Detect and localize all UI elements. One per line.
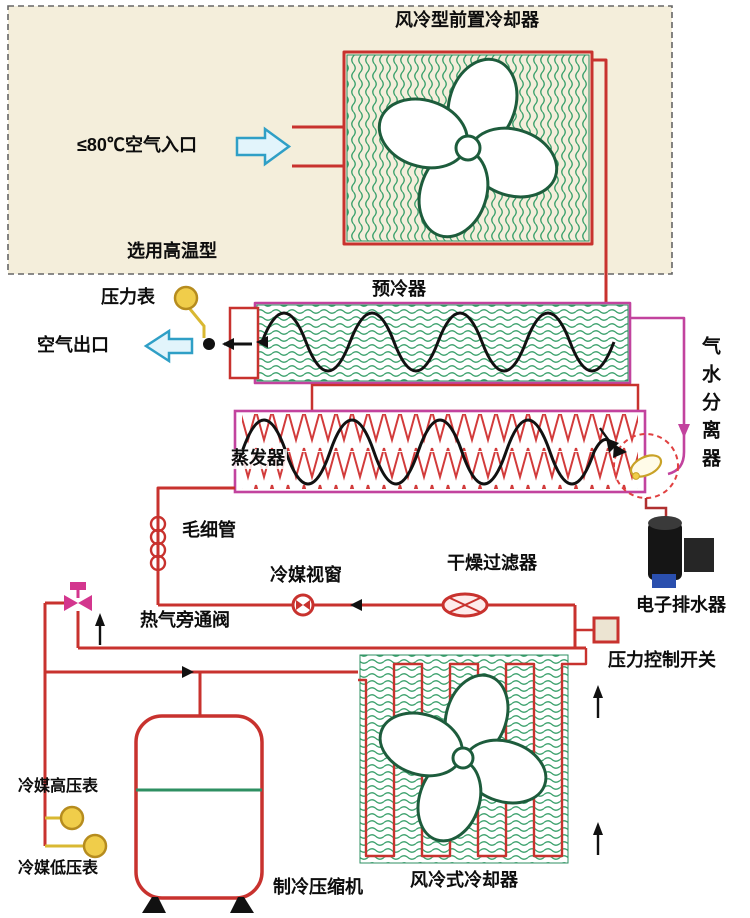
evaporator-unit (233, 409, 647, 494)
bypass-valve-label: 热气旁通阀 (140, 610, 230, 631)
precooler-air-path (260, 311, 616, 373)
top-cooler-fan-icon (377, 57, 559, 239)
evaporator-air-path (240, 418, 614, 486)
air-flow-arrow (222, 338, 234, 350)
separator-unit (599, 427, 679, 499)
air-inlet-arrow-icon (235, 126, 292, 167)
air-cooled-cooler-label: 风冷式冷却器 (410, 870, 518, 891)
filter-mesh (449, 597, 481, 613)
air-flow-arrow (613, 444, 627, 458)
pressure-gauge-label: 压力表 (101, 287, 155, 308)
compressor-label: 制冷压缩机 (273, 877, 363, 898)
compressor-body (134, 714, 264, 900)
refrigerant-gauges (45, 805, 108, 859)
valve-cap (70, 582, 86, 590)
evaporator-coil-band (242, 452, 638, 489)
compressor-unit (134, 672, 264, 913)
capillary-coil-icon (149, 515, 167, 572)
gauge-high-icon (59, 805, 85, 831)
capillary-pipe (156, 486, 235, 605)
air-inlet-label: ≤80℃空气入口 (77, 135, 197, 156)
inlet-duct (292, 125, 344, 168)
air-outlet-arrow-icon (143, 328, 194, 364)
air-flow-arrow (256, 336, 268, 348)
high-pressure-gauge-label: 冷媒高压表 (17, 778, 99, 796)
top-cooler-title: 风冷型前置冷却器 (395, 10, 539, 31)
top-cooler-frame (342, 50, 594, 246)
air-outlet-label: 空气出口 (37, 335, 109, 356)
high-temp-note-label: 选用高温型 (127, 241, 217, 262)
pressure-switch-label: 压力控制开关 (608, 650, 716, 671)
duct-junction-dot (203, 338, 215, 350)
drain-cylinder (648, 522, 682, 580)
top-cooler-outlet-pipe (592, 58, 608, 303)
condenser-serpentine (358, 648, 588, 858)
drain-pipe (644, 498, 668, 522)
dryer-filter-label: 干燥过滤器 (447, 553, 537, 574)
electronic-drain-label: 电子排水器 (636, 595, 726, 616)
top-precooler-unit (7, 5, 673, 303)
bypass-valve-icon (64, 595, 78, 611)
drain-valve-body (684, 538, 714, 572)
precooler-label: 预冷器 (372, 279, 426, 300)
flow-arrow-right (182, 666, 194, 678)
flow-arrow-up (593, 685, 603, 698)
pressure-switch-unit (575, 616, 620, 644)
evaporator-label: 蒸发器 (229, 448, 287, 469)
capillary-label: 毛细管 (182, 520, 236, 541)
low-pressure-gauge-label: 冷媒低压表 (17, 860, 99, 878)
separator-circle (613, 433, 679, 499)
duct-flow-arrow (678, 424, 690, 438)
liquid-line (149, 486, 577, 648)
flow-arrow-left (350, 599, 362, 611)
connecting-header (310, 383, 640, 413)
compressor-foot (230, 897, 254, 913)
precooler-unit (143, 285, 632, 385)
drain-base (652, 574, 676, 588)
condenser-unit (358, 648, 603, 864)
sight-glass-mark (303, 600, 310, 610)
separator-duct (630, 316, 686, 476)
pressure-gauge-icon (173, 285, 199, 311)
precooler-coil (256, 304, 629, 382)
separator-float (632, 472, 640, 480)
flow-arrow-up (95, 613, 105, 626)
sight-glass-mark (296, 600, 303, 610)
compressor-foot (142, 897, 166, 913)
drain-cylinder-top (648, 516, 682, 530)
separator-label: 气水分离器 (699, 336, 720, 476)
cooler-fan-icon (378, 673, 548, 843)
gauge-stem (188, 308, 206, 338)
sight-glass-label: 冷媒视窗 (270, 565, 342, 586)
flow-arrow-up (593, 822, 603, 835)
electronic-drain-unit (644, 498, 714, 588)
gauge-low-icon (82, 833, 108, 859)
bypass-valve-icon (78, 595, 92, 611)
separator-element (629, 454, 663, 478)
pressure-switch-icon (592, 616, 620, 644)
